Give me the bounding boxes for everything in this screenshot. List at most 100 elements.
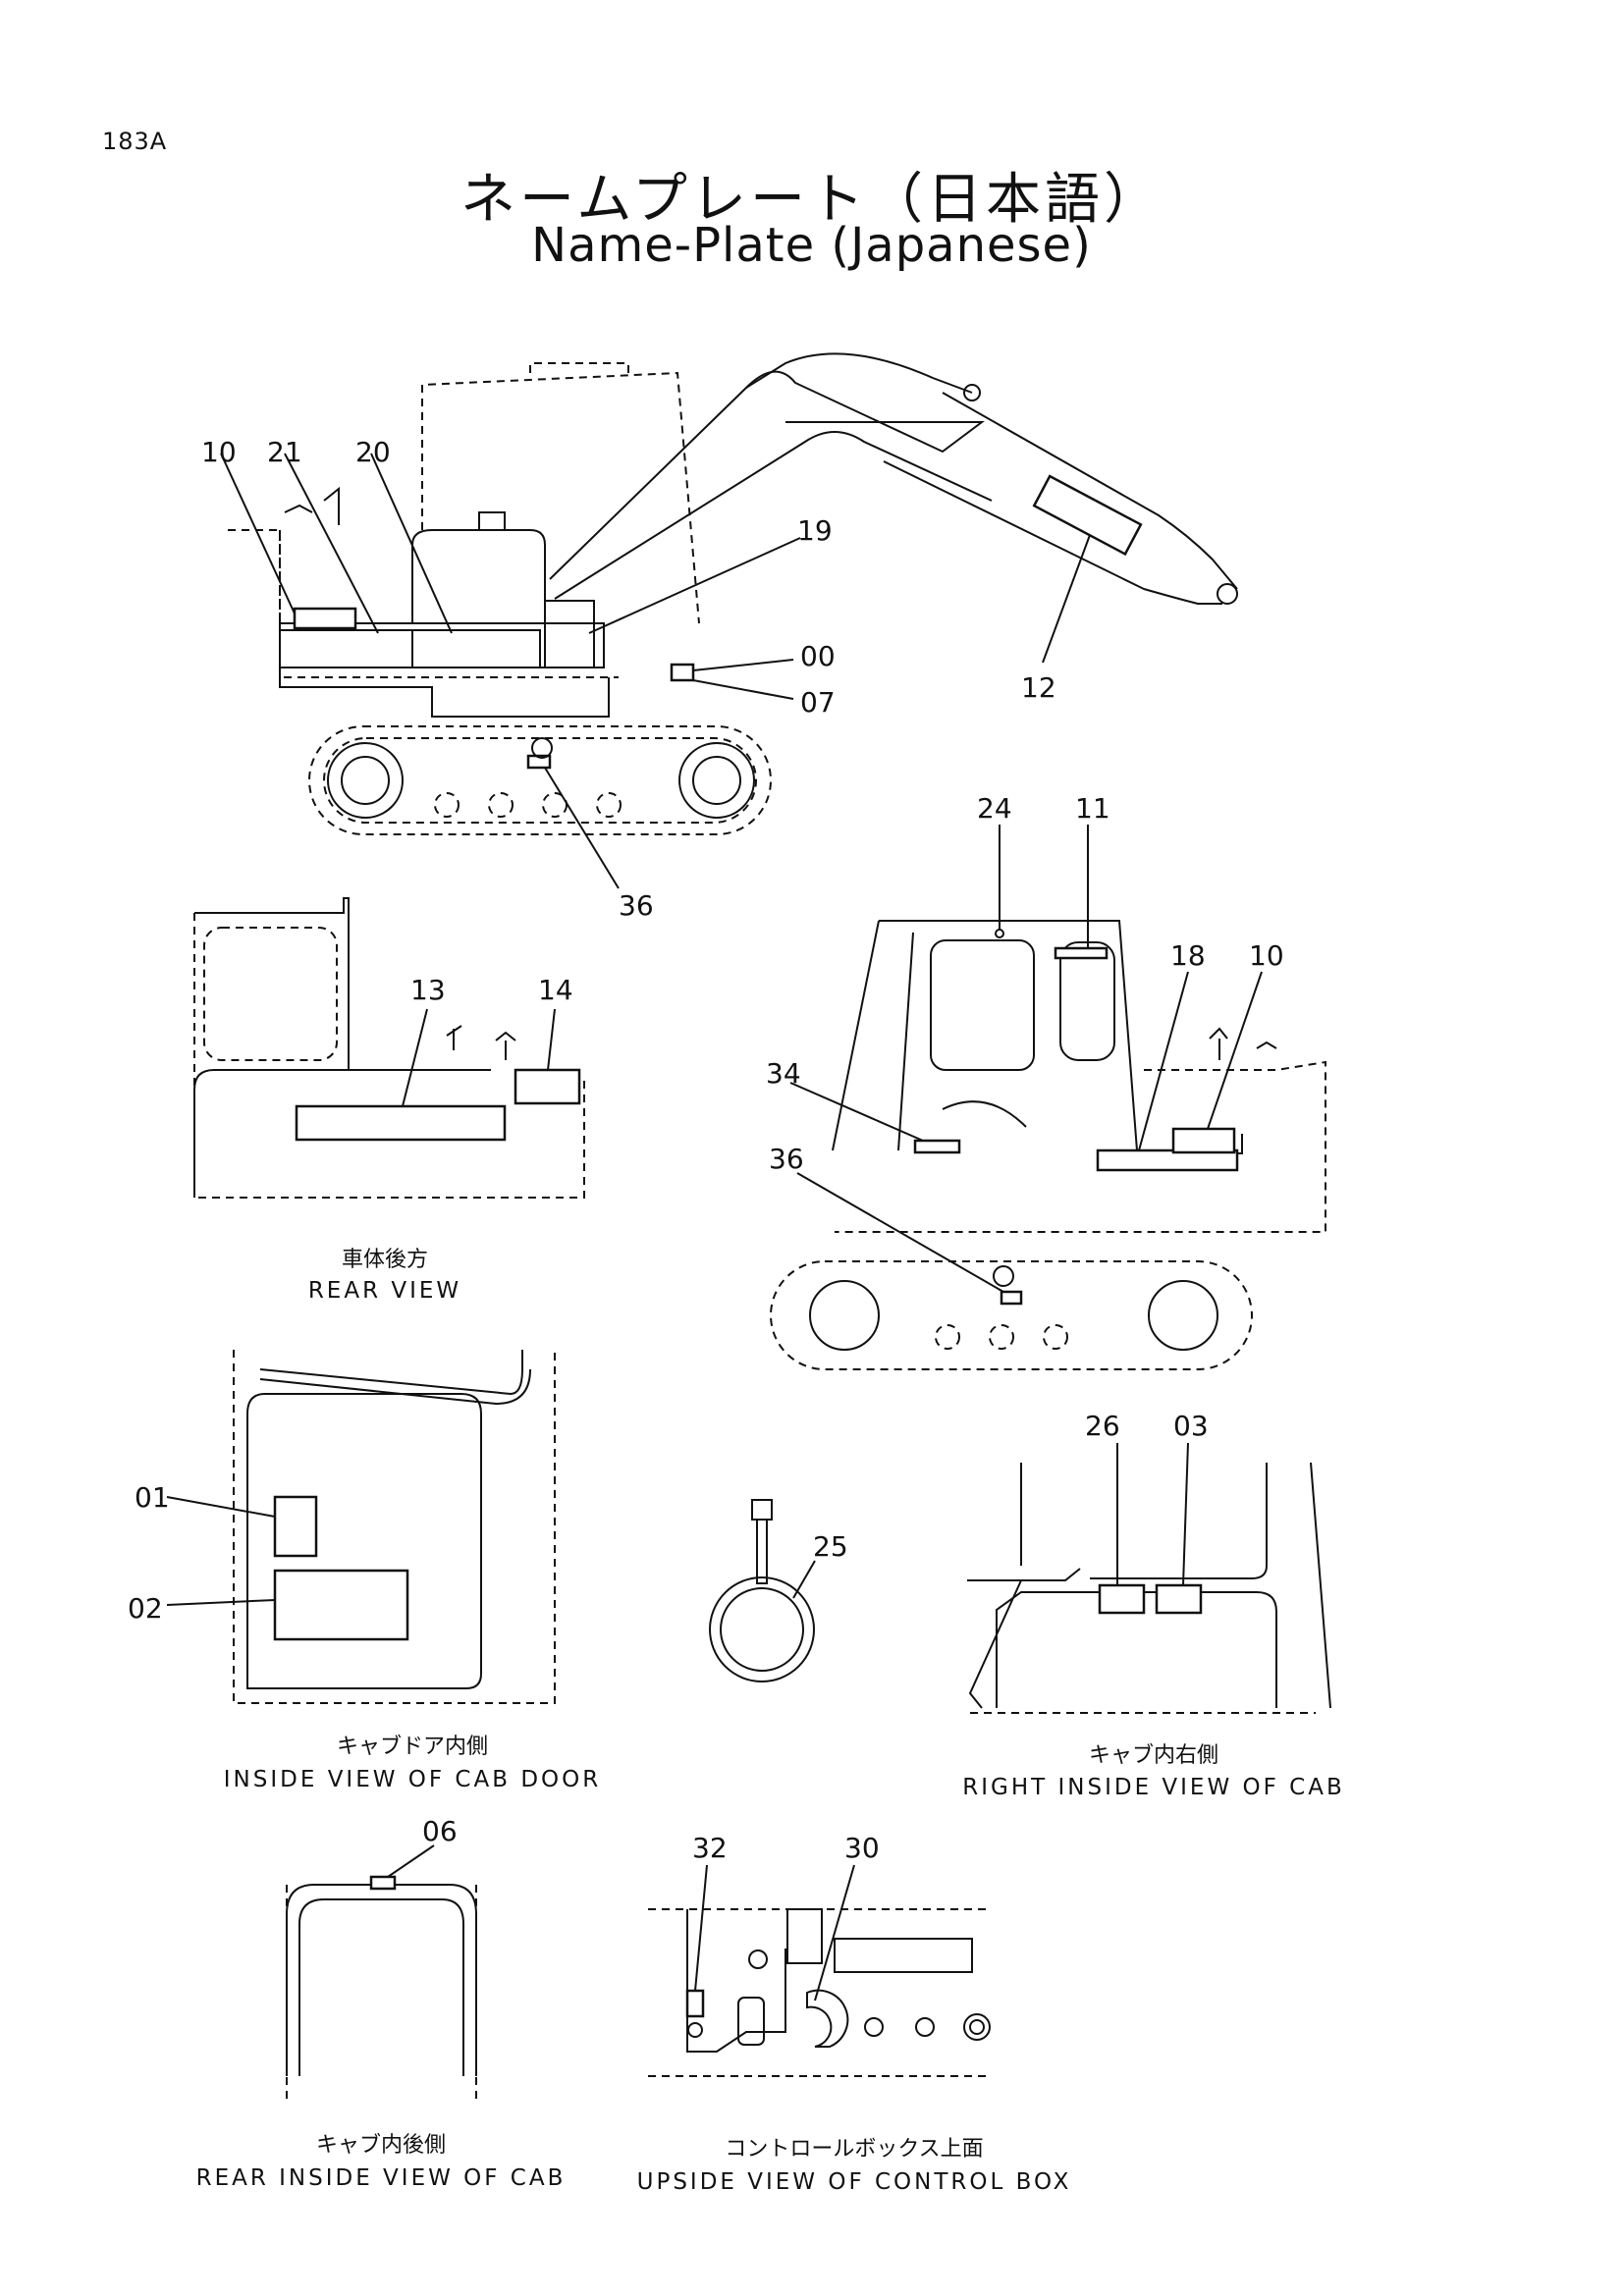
leader-03 — [1182, 1442, 1189, 1586]
cab-roof — [529, 362, 629, 373]
rear-window — [203, 927, 338, 1061]
plate-13 — [295, 1104, 507, 1142]
callout-18: 18 — [1170, 939, 1206, 972]
cab-rear-window — [1059, 941, 1115, 1061]
plate-10-side — [293, 607, 357, 630]
cab-rail — [1209, 1027, 1228, 1060]
plate-36-cab — [1000, 1290, 1023, 1306]
cab-body-outline — [835, 1060, 1326, 1233]
leader-12 — [1042, 534, 1091, 664]
plate-34-36 — [913, 1139, 961, 1154]
body-dash — [279, 530, 619, 678]
box-slot — [786, 1908, 823, 1964]
callout-34: 34 — [766, 1057, 801, 1090]
cab-rail-2 — [1256, 1041, 1277, 1049]
callout-00: 00 — [800, 640, 836, 672]
rear-exhaust — [446, 1025, 462, 1050]
plate-12 — [1032, 474, 1143, 557]
leader-10 — [220, 453, 296, 614]
leader-00 — [692, 659, 794, 671]
rear-inside-sides — [286, 1885, 477, 2101]
rear-body-top — [193, 1069, 491, 1198]
callout-24: 24 — [977, 792, 1012, 825]
callout-19: 19 — [797, 514, 833, 547]
cab-door-window — [930, 939, 1035, 1071]
cab-swing-center — [993, 1265, 1014, 1287]
plate-19 — [544, 600, 595, 668]
control-box-caption-en: UPSIDE VIEW OF CONTROL BOX — [637, 2169, 1072, 2195]
rear-view-caption-jp: 車体後方 — [342, 1248, 428, 1272]
callout-13: 13 — [410, 974, 446, 1006]
cab-roller-2 — [989, 1324, 1014, 1350]
track-inner — [323, 737, 757, 824]
cab-roller-3 — [1043, 1324, 1068, 1350]
box-knob-5 — [963, 2013, 991, 2041]
page-code: 183A — [102, 128, 168, 155]
plate-24 — [995, 929, 1004, 938]
right-back-edge — [1310, 1462, 1331, 1709]
page-title-japanese: ネームプレート（日本語） — [460, 168, 1163, 232]
excavator-side-view: 10 21 20 19 00 07 12 36 — [201, 352, 1238, 922]
rear-inside-frame-inner — [298, 1898, 464, 2076]
callout-36: 36 — [619, 889, 654, 922]
plate-20 — [411, 629, 541, 668]
callout-01: 01 — [135, 1481, 170, 1514]
plate-32 — [685, 1989, 705, 2018]
plate-36-side — [526, 754, 552, 770]
callout-36-cab: 36 — [769, 1143, 804, 1175]
leader-13 — [402, 1008, 428, 1107]
arm-pin — [1217, 583, 1238, 605]
plate-30 — [806, 1989, 849, 2048]
idler-wheel — [327, 742, 404, 819]
rear-inside-frame-outer — [286, 1884, 477, 2076]
handrail — [284, 486, 340, 525]
callout-06: 06 — [422, 1815, 458, 1847]
rear-body-outline — [193, 913, 585, 1199]
cab-outline — [421, 371, 700, 624]
boom-top — [745, 352, 973, 394]
box-knob-2 — [687, 2022, 703, 2038]
right-pillar-right — [1090, 1463, 1268, 1579]
plate-06 — [369, 1875, 397, 1891]
callout-07: 07 — [800, 686, 836, 719]
leader-01 — [166, 1496, 276, 1518]
key-head — [751, 1499, 773, 1521]
cab-door-view: 01 02 キャブドア内側 INSIDE VIEW OF CAB DOOR — [128, 1350, 598, 1792]
right-window-sill — [967, 1568, 1081, 1581]
cab-right-caption-en: RIGHT INSIDE VIEW OF CAB — [962, 1775, 1345, 1800]
box-knob-5-inner — [969, 2019, 985, 2035]
cab-track-outline — [770, 1260, 1253, 1370]
door-outline — [233, 1350, 556, 1704]
callout-12: 12 — [1021, 671, 1056, 704]
key-shaft — [756, 1519, 768, 1584]
callout-10-cab: 10 — [1249, 939, 1284, 972]
key-ring-inner — [720, 1587, 804, 1672]
plate-02 — [273, 1569, 409, 1641]
leader-36 — [544, 767, 620, 889]
cab-seat — [942, 1100, 1027, 1128]
leader-14 — [547, 1008, 556, 1071]
roller-1 — [434, 792, 460, 818]
callout-25: 25 — [813, 1530, 848, 1563]
swing-center — [531, 737, 553, 759]
control-box-view: 32 30 コントロールボックス上面 UPSIDE VIEW OF CONTRO… — [637, 1832, 1072, 2195]
cab-door-caption-jp: キャブドア内側 — [337, 1735, 488, 1759]
leader-25 — [792, 1560, 816, 1599]
plate-21 — [279, 629, 413, 668]
idler-hub — [341, 756, 390, 805]
box-left-panel — [686, 1909, 786, 2053]
cab-rear-caption-jp: キャブ内後側 — [316, 2133, 446, 2158]
cab-roof-line — [879, 920, 1138, 1151]
leader-19 — [588, 537, 801, 634]
roller-2 — [488, 792, 514, 818]
leader-07 — [692, 679, 794, 700]
plate-03 — [1155, 1583, 1203, 1615]
callout-21: 21 — [267, 436, 302, 468]
leader-02 — [166, 1599, 276, 1606]
door-window-line — [259, 1350, 523, 1396]
box-knob-4 — [915, 2017, 935, 2037]
boom-pin — [963, 384, 981, 401]
callout-11: 11 — [1075, 792, 1110, 825]
upper-body-outline — [228, 529, 281, 667]
